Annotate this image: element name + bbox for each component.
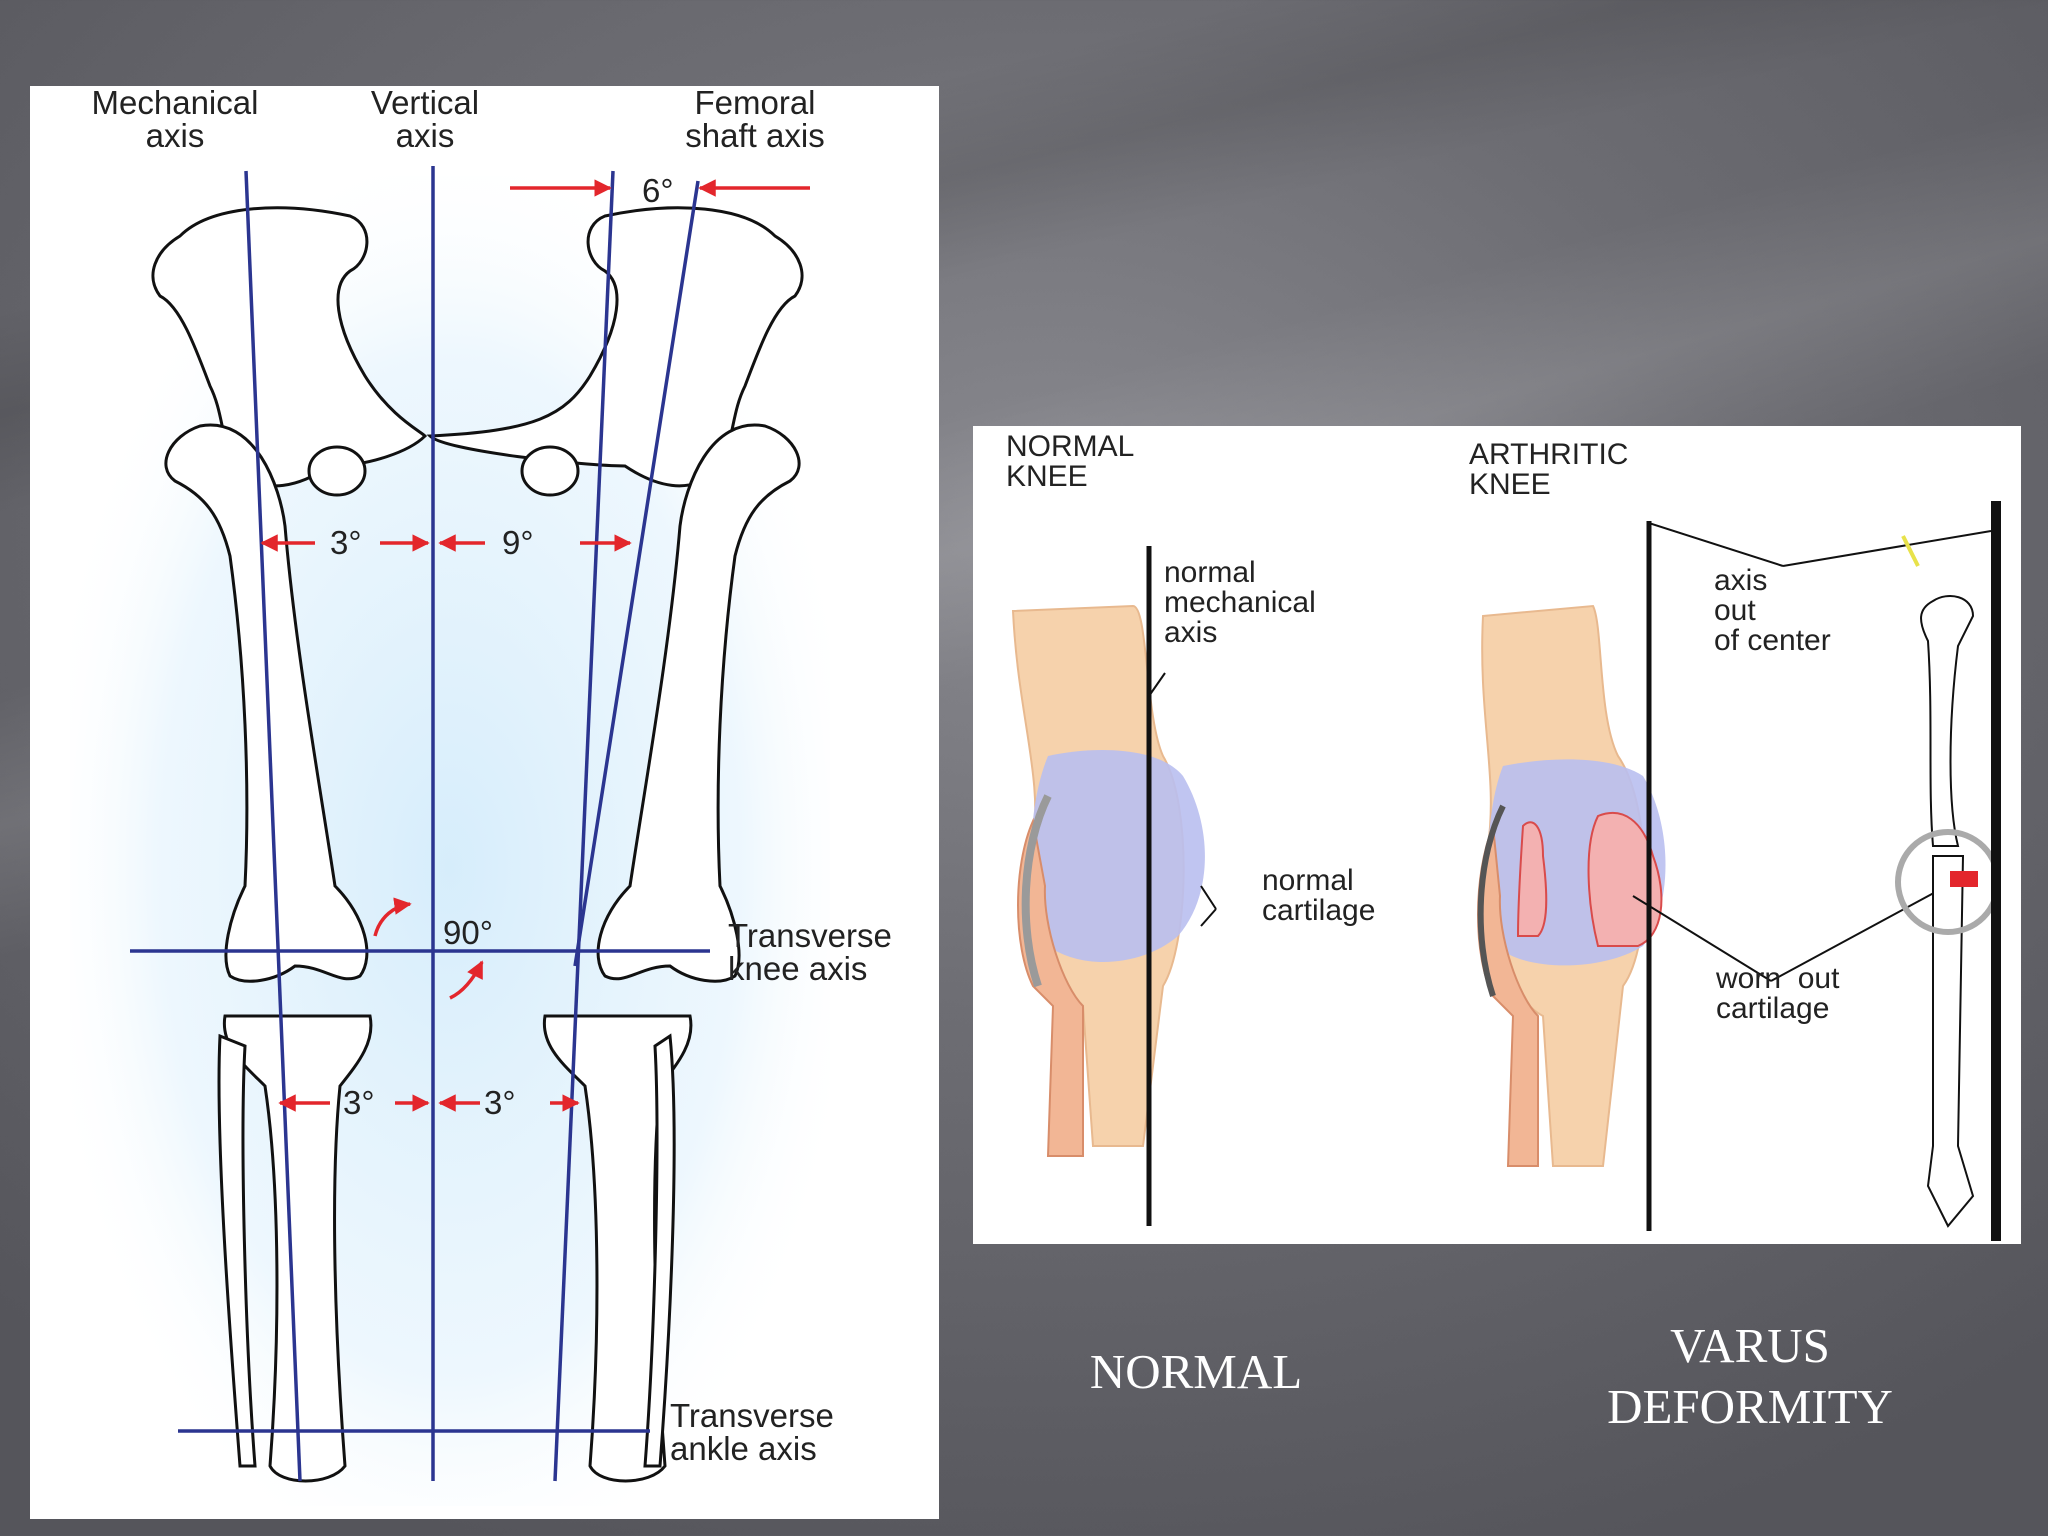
transverse-knee-axis-label: Transverse knee axis: [728, 917, 892, 987]
angle-arrows: [260, 179, 810, 1112]
normal-mechanical-axis-label: normal mechanical axis: [1164, 556, 1316, 649]
varus-leg-drawing: [1895, 501, 2001, 1241]
lower-limb-alignment-diagram: Mechanical axis Vertical axis Femoral sh…: [30, 86, 939, 1519]
tibias: [217, 1014, 693, 1483]
angle-9-label: 9°: [502, 524, 534, 561]
skeleton-drawing: [70, 166, 830, 1506]
transverse-ankle-axis-label: Transverse ankle axis: [670, 1397, 834, 1467]
femoral-shaft-axis-label: Femoral shaft axis: [685, 86, 825, 154]
normal-knee-drawing: [1011, 546, 1217, 1226]
pelvis: [151, 206, 804, 497]
normal-caption: NORMAL: [1089, 1344, 1303, 1399]
arthritic-knee-drawing: [1477, 521, 1992, 1231]
knee-drawing: [1011, 501, 2001, 1241]
normal-cartilage-label: normal cartilage: [1262, 864, 1376, 927]
angle-6-label: 6°: [642, 172, 674, 209]
arthritic-knee-title: ARTHRITIC KNEE: [1469, 438, 1629, 501]
femoral-shaft-axis-line: [573, 180, 700, 967]
mechanical-axis-line-right: [553, 170, 615, 1482]
axis-out-of-center-label: axis out of center: [1714, 564, 1831, 657]
angle-90-label: 90°: [443, 914, 493, 951]
mechanical-axis-label: Mechanical axis: [91, 86, 259, 154]
vertical-axis-label: Vertical axis: [370, 86, 480, 154]
normal-knee-title: NORMAL KNEE: [1006, 430, 1135, 493]
worn-out-cartilage-label: worn out cartilage: [1716, 962, 1840, 1025]
angle-3-tibia-left-label: 3°: [343, 1084, 375, 1121]
angle-3-tibia-right-label: 3°: [484, 1084, 516, 1121]
axis-lines: [130, 166, 710, 1482]
knee-comparison-diagram: NORMAL KNEE ARTHRITIC KNEE normal mechan…: [973, 426, 2021, 1244]
mechanical-axis-line: [244, 170, 302, 1482]
varus-deformity-caption: VARUS DEFORMITY: [1607, 1318, 1893, 1435]
angle-3-femur-label: 3°: [330, 524, 362, 561]
